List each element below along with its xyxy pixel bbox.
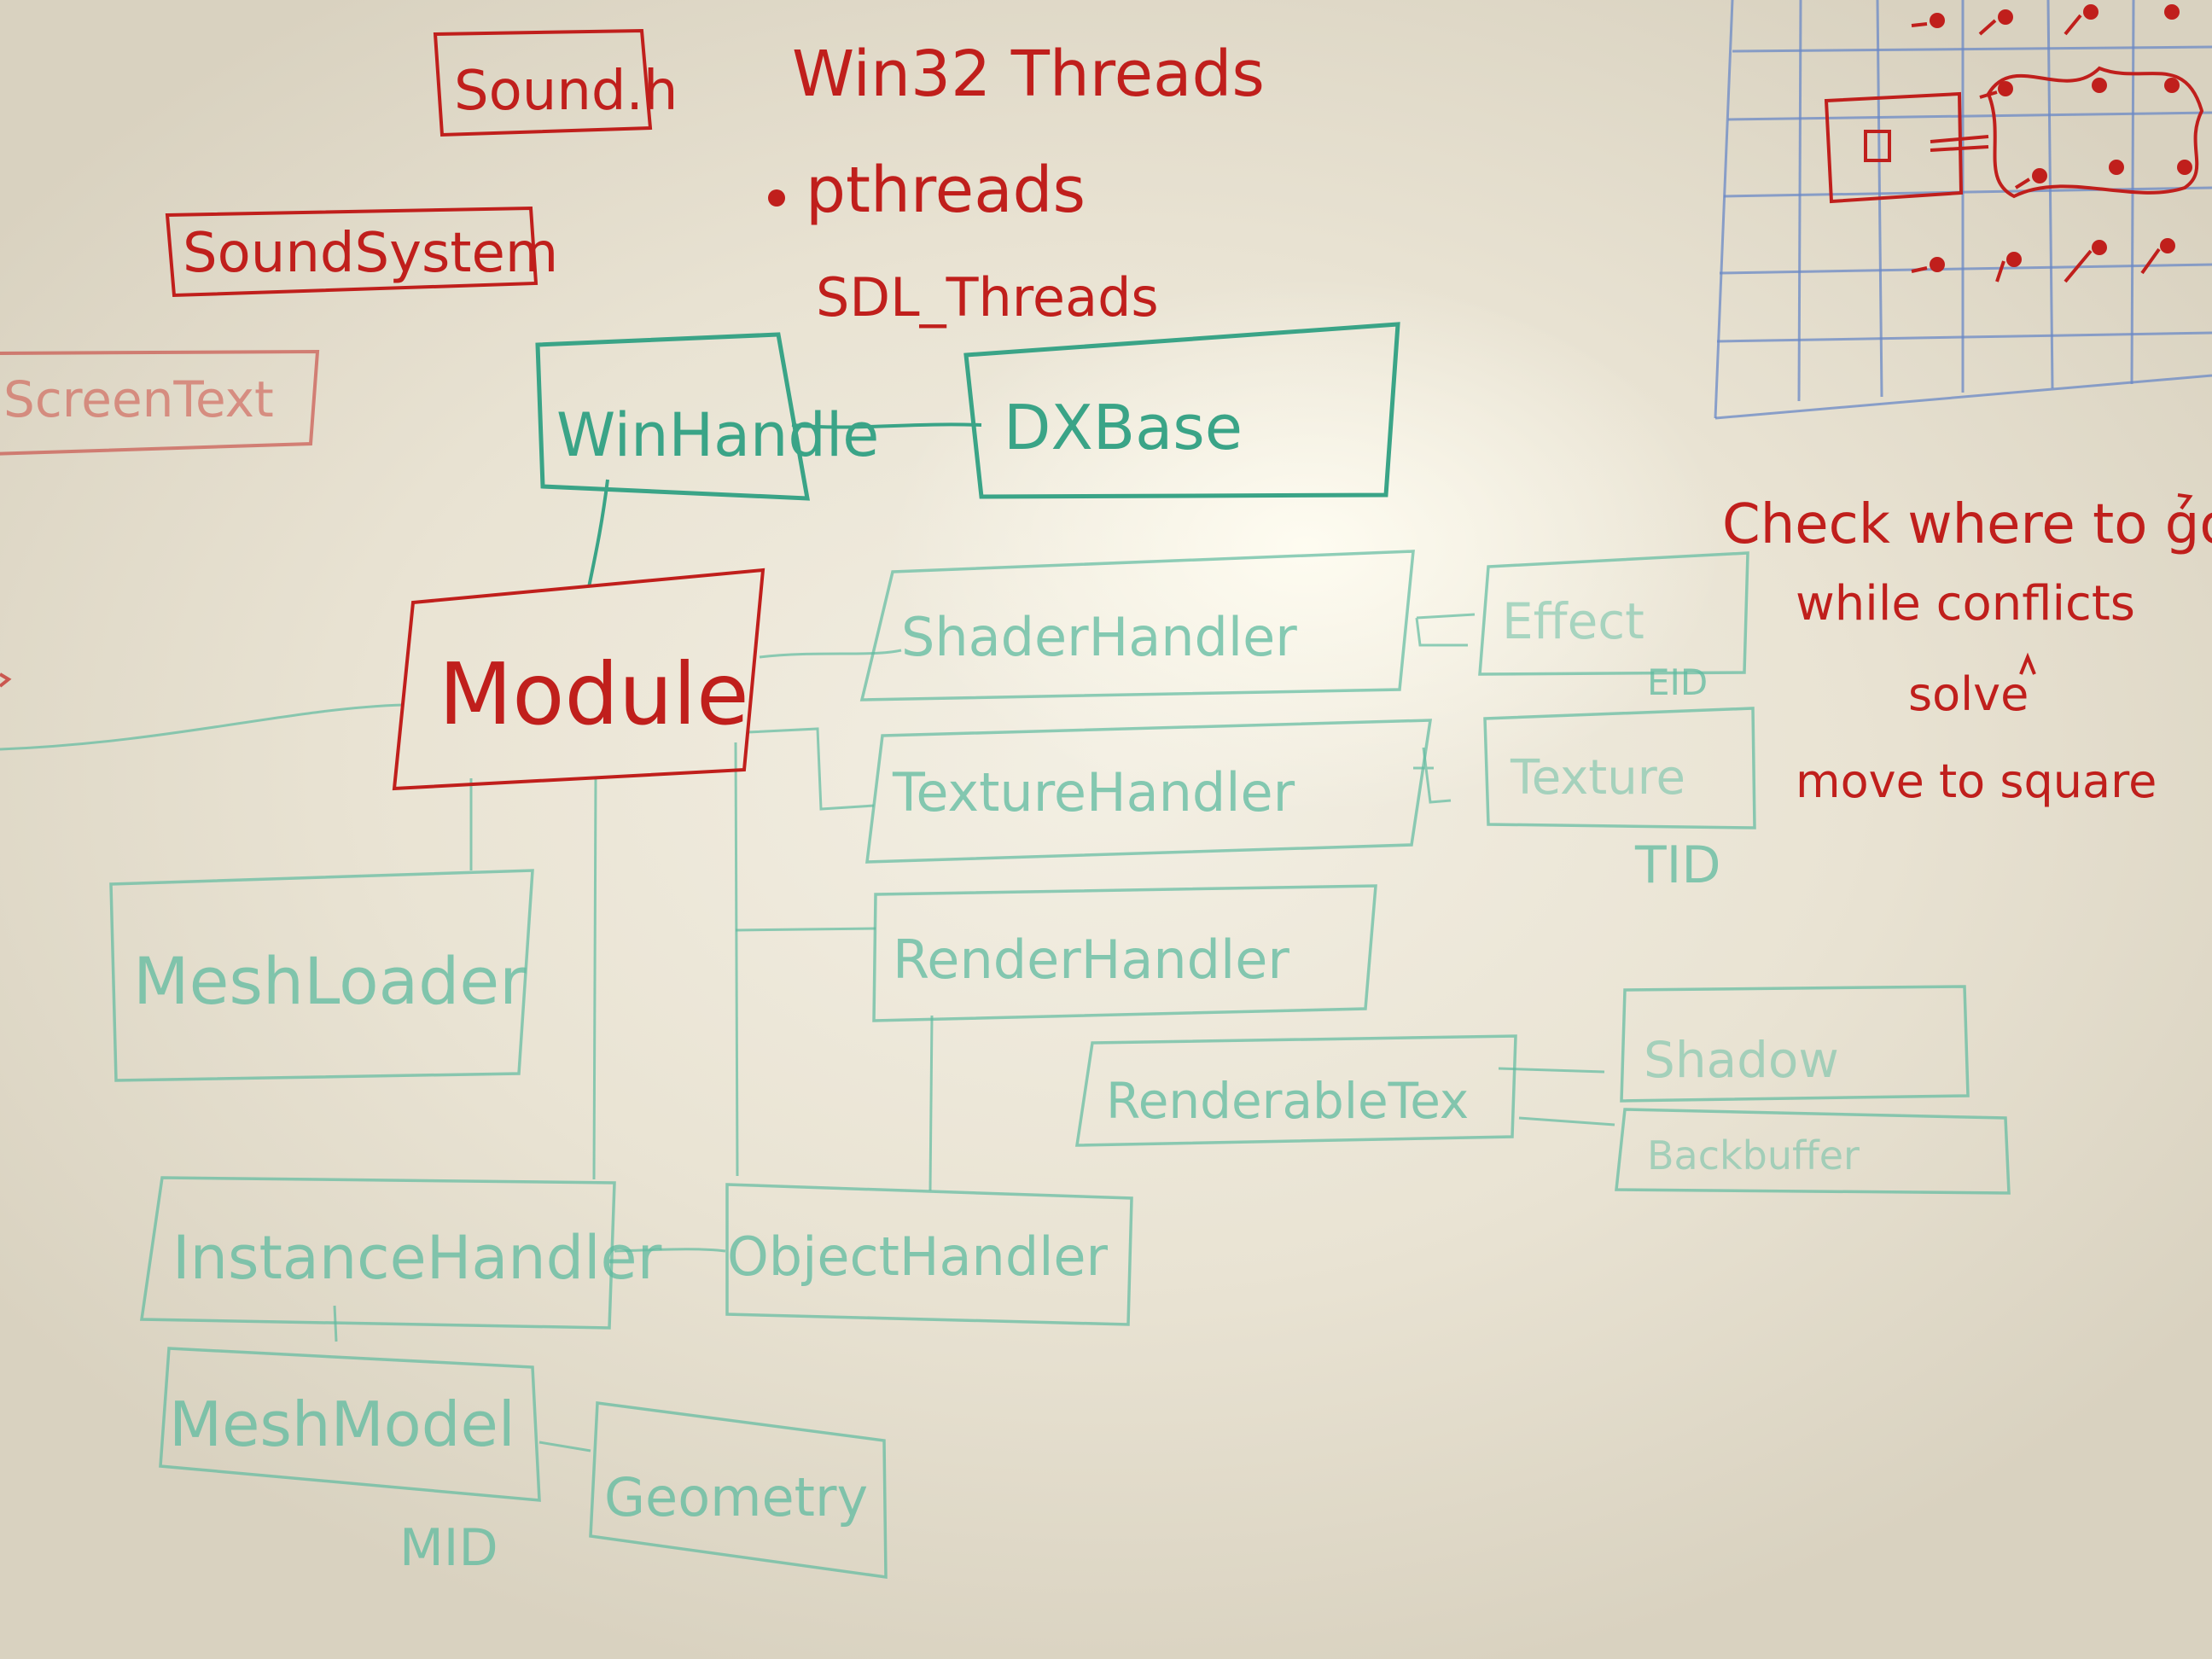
texture-handler-box bbox=[865, 719, 1433, 864]
bullet-dot bbox=[768, 189, 785, 207]
mesh-loader-label: MeshLoader bbox=[133, 943, 527, 1019]
edge-mark bbox=[0, 672, 12, 688]
trailing-arrow bbox=[2177, 493, 2193, 510]
connectors bbox=[0, 422, 1615, 1452]
check-line-4: move to square bbox=[1796, 754, 2157, 808]
grid-sketch bbox=[1714, 0, 2212, 420]
texture-handler-label: TextureHandler bbox=[892, 761, 1295, 824]
shadow-label: Shadow bbox=[1644, 1031, 1839, 1089]
eid-label: EID bbox=[1647, 661, 1708, 703]
win-handle-label: WinHandle bbox=[556, 400, 879, 470]
object-handler-box bbox=[725, 1183, 1133, 1326]
screen-text-label: ScreenText bbox=[3, 370, 274, 428]
texture-label: Texture bbox=[1510, 750, 1685, 806]
dx-base-box bbox=[963, 322, 1400, 499]
dx-base-label: DXBase bbox=[1004, 392, 1243, 463]
sound-system-box bbox=[165, 206, 538, 298]
sound-h-label: Sound.h bbox=[454, 60, 678, 123]
texture-box bbox=[1483, 707, 1756, 830]
geometry-box bbox=[589, 1401, 888, 1580]
mesh-loader-box bbox=[109, 869, 534, 1082]
instance-handler-label: InstanceHandler bbox=[172, 1223, 662, 1293]
module-label: Module bbox=[439, 644, 749, 744]
win-handle-box bbox=[535, 332, 811, 501]
screen-text-box bbox=[0, 349, 320, 456]
check-line-3: solve bbox=[1908, 667, 2029, 721]
render-handler-box bbox=[872, 884, 1377, 1022]
check-line-2: while conflicts bbox=[1796, 576, 2135, 632]
effect-label: Effect bbox=[1502, 592, 1644, 650]
threads-line-1: Win32 Threads bbox=[792, 38, 1265, 111]
insert-caret bbox=[2019, 652, 2036, 675]
sound-h-box bbox=[433, 28, 653, 137]
instance-handler-box bbox=[139, 1176, 616, 1330]
effect-box bbox=[1478, 551, 1749, 676]
sound-system-label: SoundSystem bbox=[183, 222, 558, 285]
render-handler-label: RenderHandler bbox=[893, 928, 1289, 991]
renderable-tex-label: RenderableTex bbox=[1106, 1072, 1469, 1130]
geometry-label: Geometry bbox=[604, 1466, 868, 1528]
check-line-1: Check where to go bbox=[1722, 493, 2212, 556]
tid-label: TID bbox=[1634, 835, 1721, 895]
mesh-model-label: MeshModel bbox=[169, 1388, 515, 1460]
shadow-box bbox=[1620, 985, 1970, 1103]
backbuffer-box bbox=[1615, 1108, 2011, 1195]
object-handler-label: ObjectHandler bbox=[727, 1225, 1109, 1288]
shader-handler-label: ShaderHandler bbox=[901, 606, 1297, 668]
shader-handler-box bbox=[859, 550, 1415, 701]
threads-line-3: SDL_Threads bbox=[816, 266, 1159, 329]
mid-label: MID bbox=[399, 1518, 498, 1578]
threads-line-2: pthreads bbox=[806, 154, 1086, 227]
mesh-model-box bbox=[159, 1347, 541, 1502]
backbuffer-label: Backbuffer bbox=[1647, 1132, 1860, 1179]
renderable-tex-box bbox=[1074, 1034, 1517, 1147]
module-box bbox=[392, 568, 765, 791]
